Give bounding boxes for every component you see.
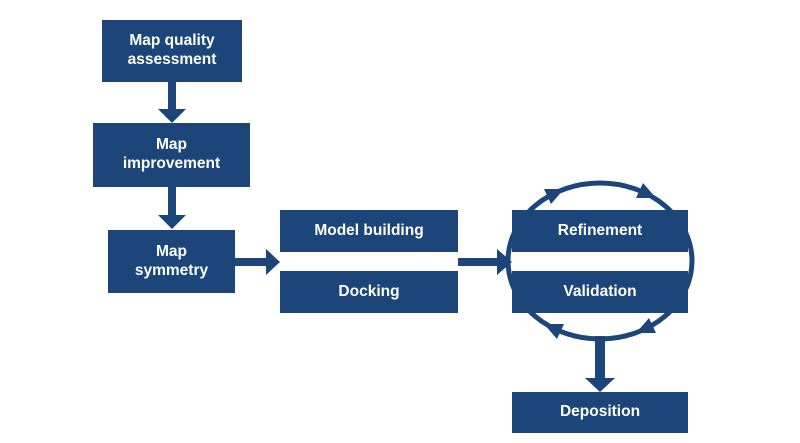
box-label: Map quality assessment <box>127 32 217 68</box>
box-label: Deposition <box>559 403 641 421</box>
arrow-stem <box>595 336 605 379</box>
arrow-head-icon <box>585 378 615 392</box>
cycle-arrowhead-top-right-icon <box>636 183 656 198</box>
arrow-head-icon <box>158 215 186 229</box>
arrow-stem <box>458 258 498 266</box>
cycle-arrowhead-top-left-icon <box>544 189 564 204</box>
cycle-ring <box>505 180 695 342</box>
refinement-box: Refinement <box>512 210 688 252</box>
arrow-modelbuilding-to-refinement <box>458 249 512 275</box>
arrow-quality-to-improvement <box>158 81 186 123</box>
box-label: Map improvement <box>122 136 221 172</box>
arrow-head-icon <box>266 249 280 275</box>
box-label: Refinement <box>557 221 643 239</box>
cycle-arrow-refinement-validation <box>505 180 695 342</box>
arrow-symmetry-to-modelbuilding <box>235 249 280 275</box>
validation-box: Validation <box>512 271 688 313</box>
box-label: Docking <box>338 282 400 300</box>
arrow-stem <box>168 81 176 110</box>
docking-box: Docking <box>280 271 458 313</box>
box-label: Map symmetry <box>134 242 209 279</box>
deposition-box: Deposition <box>512 392 688 433</box>
cycle-arrowhead-bottom-right-icon <box>636 318 656 333</box>
arrow-improvement-to-symmetry <box>158 187 186 229</box>
box-label: Model building <box>314 221 424 239</box>
map-quality-assessment-box: Map quality assessment <box>102 20 242 82</box>
arrow-stem <box>235 258 267 266</box>
model-building-box: Model building <box>280 210 458 252</box>
cycle-arrowhead-bottom-left-icon <box>544 324 564 339</box>
arrow-head-icon <box>158 109 186 123</box>
box-label: Validation <box>563 282 637 300</box>
map-improvement-box: Map improvement <box>93 123 250 187</box>
arrow-head-icon <box>497 249 512 275</box>
arrow-cycle-to-deposition <box>585 336 615 392</box>
arrow-stem <box>168 187 176 216</box>
map-symmetry-box: Map symmetry <box>108 230 235 293</box>
